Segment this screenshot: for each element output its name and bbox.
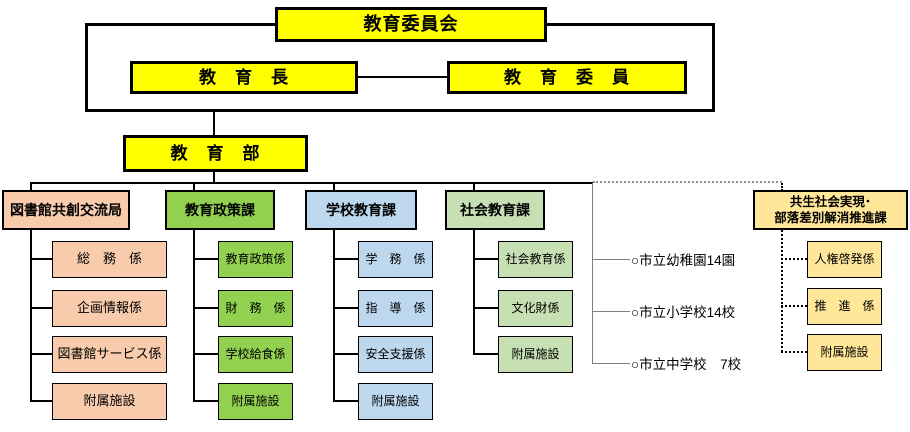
education-dept-box: 教 育 部 [123, 135, 308, 172]
school-label: ○市立中学校 7校 [631, 357, 742, 372]
division-title: 教育政策課 [185, 201, 255, 218]
school-item: ○市立小学校14校 [631, 301, 735, 321]
connector-line [30, 353, 52, 355]
connector-line [358, 76, 447, 78]
section-box: 財 務 係 [218, 290, 293, 327]
section-label: 附属施設 [511, 346, 560, 361]
section-box: 推 進 係 [807, 288, 882, 325]
section-label: 学 務 係 [365, 251, 426, 266]
board-of-education-box: 教育委員会 [275, 7, 547, 42]
dotted-branch-line [781, 258, 807, 260]
connector-line [193, 182, 195, 191]
section-box: 安全支援係 [358, 336, 433, 373]
section-box: 附属施設 [218, 383, 293, 420]
schools-bracket-line [592, 183, 593, 363]
division-header-library: 図書館共創交流局 [2, 190, 130, 230]
division-header-school-education: 学校教育課 [305, 190, 417, 230]
division-title-line2: 部落差別解消推進課 [774, 211, 887, 225]
connector-line [333, 307, 358, 309]
education-dept-label: 教 育 部 [170, 143, 261, 163]
connector-line [333, 230, 335, 401]
connector-line [30, 258, 52, 260]
school-label: ○市立幼稚園14園 [631, 253, 736, 268]
connector-line [30, 400, 52, 402]
connector-line [333, 258, 358, 260]
connector-line [30, 182, 32, 191]
connector-line [213, 112, 215, 135]
section-label: 人権啓発係 [814, 251, 875, 266]
section-label: 附属施設 [83, 393, 136, 409]
board-members-box: 教 育 委 員 [447, 61, 687, 94]
connector-line [473, 182, 475, 191]
section-label: 推 進 係 [814, 298, 875, 313]
division-header-social-education: 社会教育課 [445, 190, 545, 230]
section-label: 安全支援係 [365, 346, 426, 361]
division-title: 学校教育課 [326, 201, 396, 218]
section-label: 学校給食係 [225, 346, 286, 361]
superintendent-label: 教 育 長 [199, 67, 289, 87]
section-label: 社会教育係 [505, 251, 566, 266]
dotted-connector-line [593, 181, 782, 183]
connector-line [333, 182, 335, 191]
division-title: 社会教育課 [460, 201, 530, 218]
dotted-connector-line [781, 230, 783, 352]
connector-line [193, 353, 218, 355]
section-label: 附属施設 [371, 393, 420, 408]
section-box: 指 導 係 [358, 290, 433, 327]
connector-line [30, 182, 593, 184]
connector-line [473, 258, 498, 260]
dotted-branch-line [781, 351, 807, 353]
connector-line [193, 400, 218, 402]
school-label: ○市立小学校14校 [631, 305, 736, 320]
section-box: 附属施設 [498, 336, 573, 373]
section-label: 総 務 係 [76, 251, 142, 267]
division-header-policy: 教育政策課 [165, 190, 275, 230]
section-box: 総 務 係 [52, 241, 167, 278]
section-label: 指 導 係 [365, 300, 426, 315]
school-item: ○市立中学校 7校 [631, 353, 741, 373]
board-of-education-label: 教育委員会 [363, 14, 459, 35]
section-box: 文化財係 [498, 290, 573, 327]
section-box: 附属施設 [807, 334, 882, 371]
section-label: 財 務 係 [225, 300, 286, 315]
schools-branch-line [592, 311, 630, 312]
section-label: 附属施設 [231, 393, 280, 408]
division-title: 図書館共創交流局 [10, 201, 122, 218]
connector-line [193, 230, 195, 401]
connector-line [30, 307, 52, 309]
dotted-branch-line [781, 305, 807, 307]
section-box: 教育政策係 [218, 241, 293, 278]
connector-line [473, 230, 475, 354]
connector-line [30, 230, 32, 401]
connector-line [333, 400, 358, 402]
section-box: 企画情報係 [52, 290, 167, 327]
connector-line [333, 353, 358, 355]
connector-line [193, 258, 218, 260]
section-box: 附属施設 [358, 383, 433, 420]
superintendent-box: 教 育 長 [130, 61, 358, 94]
section-box: 学 務 係 [358, 241, 433, 278]
section-label: 企画情報係 [76, 300, 142, 316]
section-label: 図書館サービス係 [57, 346, 162, 362]
connector-line [213, 172, 215, 183]
connector-line [473, 307, 498, 309]
section-label: 文化財係 [511, 300, 560, 315]
schools-branch-line [592, 259, 630, 260]
division-header-inclusive-society: 共生社会実現･ 部落差別解消推進課 [753, 190, 908, 230]
section-label: 教育政策係 [225, 251, 286, 266]
division-title-line1: 共生社会実現･ [789, 194, 872, 209]
connector-line [473, 353, 498, 355]
school-item: ○市立幼稚園14園 [631, 249, 735, 269]
section-box: 社会教育係 [498, 241, 573, 278]
connector-line [193, 307, 218, 309]
section-box: 附属施設 [52, 383, 167, 420]
board-members-label: 教 育 委 員 [504, 67, 630, 87]
section-label: 附属施設 [820, 344, 869, 359]
section-box: 人権啓発係 [807, 241, 882, 278]
schools-branch-line [592, 363, 630, 364]
section-box: 図書館サービス係 [52, 336, 167, 373]
section-box: 学校給食係 [218, 336, 293, 373]
dotted-connector-line [781, 183, 783, 191]
